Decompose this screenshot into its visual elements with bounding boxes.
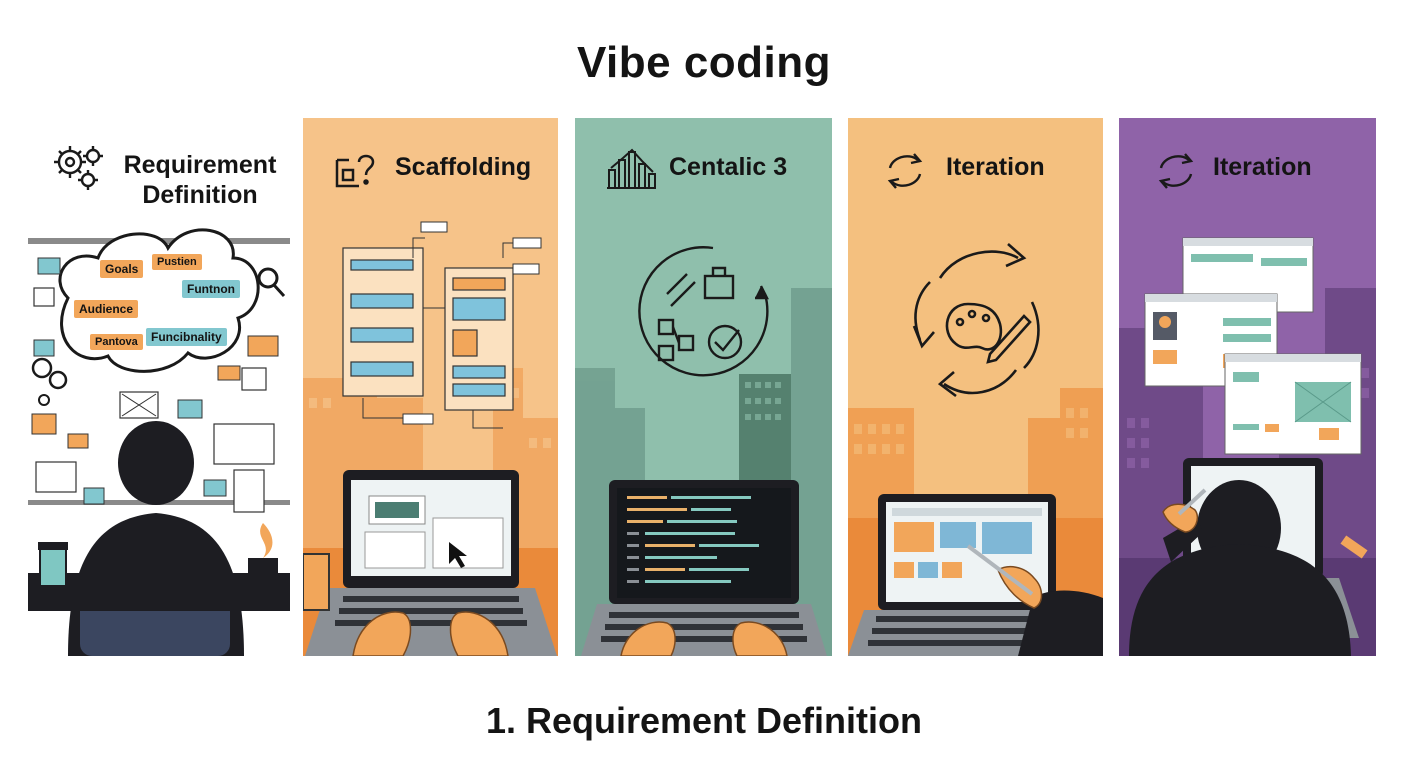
diagram-title: Vibe coding [576,38,832,87]
hands [352,611,509,656]
question-frame-icon [335,154,375,188]
hand-with-stylus [966,544,1103,656]
panel-title-iteration-2: Iteration [1213,153,1312,181]
panel-scaffolding: Scaffolding [303,118,558,656]
panel-iteration-purple: Iteration [1119,118,1376,656]
workflow-cycle-icon [638,246,769,377]
cursor-icon [449,542,467,568]
person-silhouette [1129,480,1351,656]
hand-with-stylus [1162,488,1207,533]
panel-requirement-definition: Requirement Definition [28,118,290,656]
coffee-cup-icon [38,542,68,587]
laptop [581,480,827,656]
bubble-word-audience: Audience [74,300,139,318]
bubble-word-pustien: Pustien [152,254,202,270]
bubble-word-funcibnality: Funcibnality [146,328,227,346]
bubble-word-funtnon: Funtnon [182,280,240,298]
panel-title-iteration-1: Iteration [946,153,1045,181]
city-chart-icon [607,148,656,189]
bubble-word-pantova: Pantova [90,334,143,350]
gears-icon [54,146,103,190]
panel-title-scaffolding: Scaffolding [395,153,532,181]
panel-iteration-orange: Iteration [848,118,1103,656]
palette-cycle-icon [912,243,1040,398]
panel-title-centalic: Centalic 3 [669,153,788,181]
wireframe-left [342,247,424,397]
panel-title-requirement: Requirement Definition [123,151,277,209]
refresh-arrows-icon [1158,153,1194,189]
diagram-caption: 1. Requirement Definition [485,700,923,741]
mug [303,553,330,611]
window-stack [1144,237,1362,455]
bubble-word-goals: Goals [100,260,144,278]
wireframe-right [444,267,514,411]
panel-centalic-3: Centalic 3 [575,118,832,656]
cycle-arrows-icon [887,153,923,189]
tea-cup-icon [248,523,278,578]
hands [620,621,788,656]
